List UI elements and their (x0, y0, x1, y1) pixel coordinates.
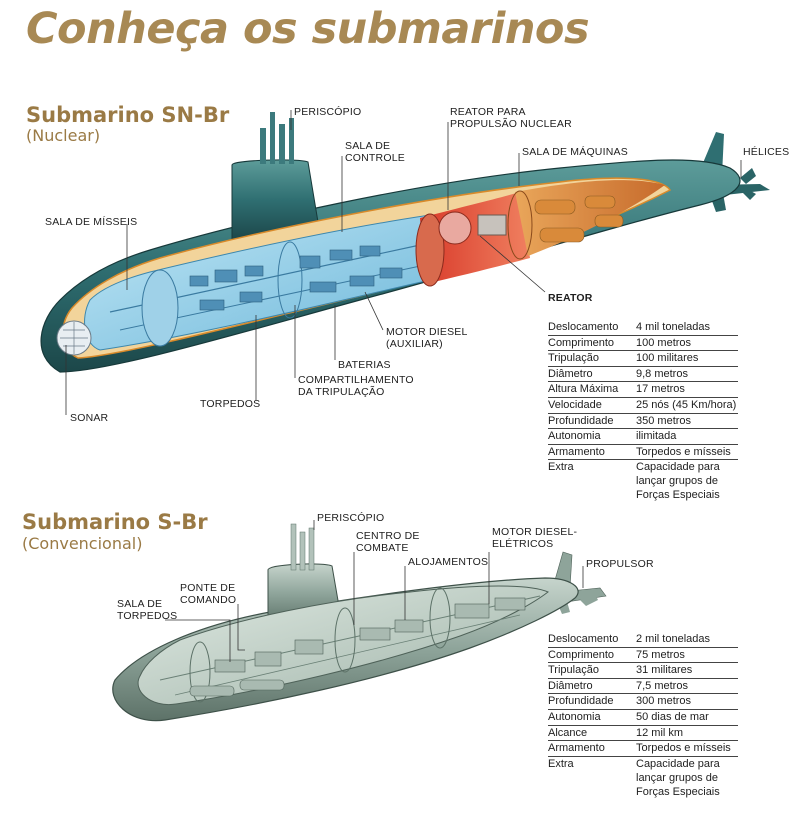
spec-row: Deslocamento 2 mil toneladas (548, 632, 738, 648)
spec-row: Extra Capacidade para lançar grupos de Fo… (548, 460, 738, 502)
spec-value: 75 metros (636, 648, 685, 661)
spec-value: 25 nós (45 Km/hora) (636, 398, 737, 411)
spec-row: Comprimento 100 metros (548, 336, 738, 352)
nuclear-specs-table: Deslocamento 4 mil toneladas Comprimento 1… (548, 320, 738, 502)
label-propulsor: PROPULSOR (586, 558, 654, 570)
spec-key: Deslocamento (548, 633, 619, 645)
label-sala-maquinas: SALA DE MÁQUINAS (522, 146, 628, 158)
spec-row: Diâmetro 7,5 metros (548, 679, 738, 695)
label-periscopio-nuclear: PERISCÓPIO (294, 106, 362, 118)
spec-key: Diâmetro (548, 367, 593, 380)
spec-value: Torpedos e mísseis (636, 445, 731, 458)
spec-key: Autonomia (548, 710, 601, 723)
nuclear-submarine (40, 112, 770, 373)
conventional-submarine (112, 523, 607, 722)
conventional-specs-table: Deslocamento 2 mil toneladas Comprimento 7… (548, 632, 738, 799)
spec-value: 17 metros (636, 383, 685, 396)
label-sala-misseis: SALA DE MÍSSEIS (45, 216, 138, 228)
spec-row: Comprimento 75 metros (548, 648, 738, 664)
label-reator: REATOR (548, 292, 593, 304)
spec-row: Profundidade 300 metros (548, 694, 738, 710)
spec-key: Profundidade (548, 414, 614, 427)
label-sala-torpedos-1: SALA DE (117, 598, 163, 610)
spec-row: Profundidade 350 metros (548, 414, 738, 430)
spec-key: Profundidade (548, 695, 614, 708)
spec-value: 12 mil km (636, 726, 684, 739)
nuclear-sub-type: (Nuclear) (26, 126, 101, 145)
spec-key: Tripulação (548, 664, 599, 677)
label-sala-controle-1: SALA DE (345, 140, 391, 152)
label-motor-diesel-2: (AUXILIAR) (386, 338, 443, 350)
spec-value: ilimitada (636, 430, 677, 443)
nuclear-sub-title: Submarino SN-Br (26, 103, 230, 127)
label-helices: HÉLICES (743, 146, 790, 158)
spec-value: 4 mil toneladas (636, 321, 710, 333)
label-sala-torpedos-2: TORPEDOS (117, 610, 178, 622)
spec-value: Torpedos e mísseis (636, 742, 731, 755)
spec-row: Altura Máxima 17 metros (548, 382, 738, 398)
label-alojamentos: ALOJAMENTOS (408, 556, 489, 568)
spec-value: Capacidade para lançar grupos de Forças … (636, 757, 720, 798)
label-torpedos-nuclear: TORPEDOS (200, 398, 261, 410)
spec-key: Alcance (548, 726, 588, 739)
label-reator-propulsao-1: REATOR PARA (450, 106, 526, 118)
spec-key: Altura Máxima (548, 383, 619, 396)
spec-value: 9,8 metros (636, 367, 688, 380)
spec-value: 100 metros (636, 336, 692, 349)
label-centro-combate-1: CENTRO DE (356, 530, 420, 542)
spec-row: Autonomia ilimitada (548, 429, 738, 445)
spec-value: 7,5 metros (636, 679, 688, 692)
spec-row: Armamento Torpedos e mísseis (548, 445, 738, 461)
spec-key: Deslocamento (548, 321, 619, 333)
label-baterias: BATERIAS (338, 359, 391, 371)
spec-row: Armamento Torpedos e mísseis (548, 741, 738, 757)
spec-value: Capacidade para lançar grupos de Forças … (636, 461, 720, 502)
spec-key: Armamento (548, 742, 605, 755)
label-compartilhamento-2: DA TRIPULAÇÃO (298, 386, 385, 398)
spec-row: Tripulação 100 militares (548, 351, 738, 367)
spec-row: Alcance 12 mil km (548, 726, 738, 742)
spec-key: Extra (548, 757, 574, 770)
spec-key: Velocidade (548, 398, 602, 411)
spec-value: 2 mil toneladas (636, 633, 710, 645)
spec-row: Deslocamento 4 mil toneladas (548, 320, 738, 336)
spec-key: Comprimento (548, 336, 615, 349)
spec-key: Tripulação (548, 352, 599, 365)
label-motor-diesel-1: MOTOR DIESEL (386, 326, 468, 338)
spec-row: Diâmetro 9,8 metros (548, 367, 738, 383)
spec-key: Diâmetro (548, 679, 593, 692)
label-motor-diesel-eletricos-2: ELÉTRICOS (492, 538, 554, 550)
spec-row: Velocidade 25 nós (45 Km/hora) (548, 398, 738, 414)
spec-value: 100 militares (636, 352, 699, 365)
spec-key: Extra (548, 461, 574, 474)
label-compartilhamento-1: COMPARTILHAMENTO (298, 374, 414, 386)
page-title: Conheça os submarinos (26, 4, 590, 54)
label-periscopio-convencional: PERISCÓPIO (317, 512, 385, 524)
spec-value: 350 metros (636, 414, 692, 427)
spec-row: Extra Capacidade para lançar grupos de Fo… (548, 757, 738, 799)
spec-key: Armamento (548, 445, 605, 458)
label-ponte-comando-1: PONTE DE (180, 582, 236, 594)
conventional-sub-type: (Convencional) (22, 534, 143, 553)
spec-key: Comprimento (548, 648, 615, 661)
label-reator-propulsao-2: PROPULSÃO NUCLEAR (450, 118, 572, 130)
spec-row: Autonomia 50 dias de mar (548, 710, 738, 726)
spec-value: 31 militares (636, 664, 693, 677)
spec-key: Autonomia (548, 430, 601, 443)
label-motor-diesel-eletricos-1: MOTOR DIESEL- (492, 526, 578, 538)
label-sonar: SONAR (70, 412, 109, 424)
spec-row: Tripulação 31 militares (548, 663, 738, 679)
label-centro-combate-2: COMBATE (356, 542, 409, 554)
label-ponte-comando-2: COMANDO (180, 594, 237, 606)
conventional-sub-title: Submarino S-Br (22, 510, 208, 534)
label-sala-controle-2: CONTROLE (345, 152, 405, 164)
spec-value: 50 dias de mar (636, 710, 709, 723)
spec-value: 300 metros (636, 695, 692, 708)
